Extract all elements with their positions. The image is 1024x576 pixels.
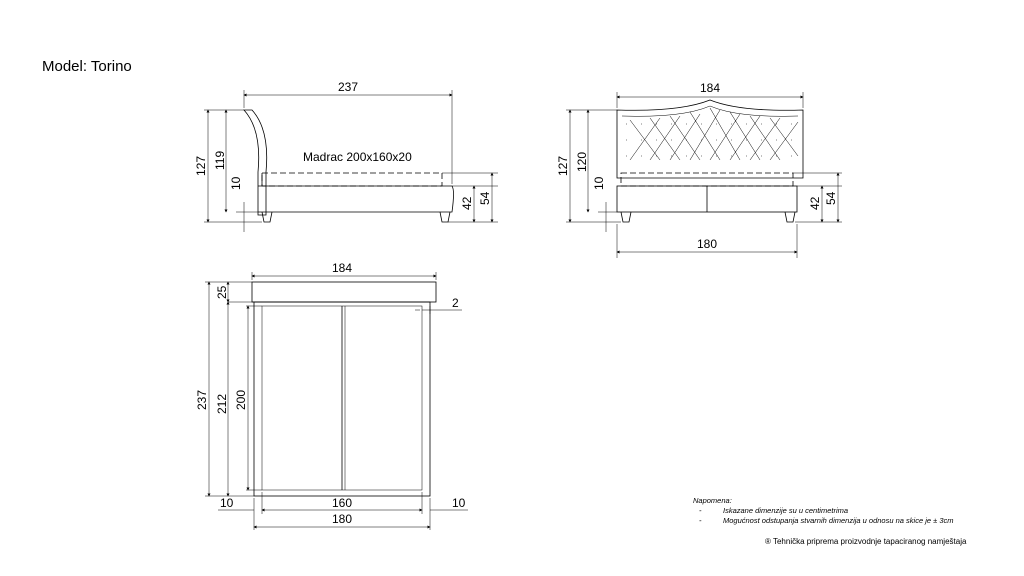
top-gap-dim: 2 [452,296,459,310]
side-height-dim: 127 [194,156,208,176]
side-headboard [243,109,268,216]
side-frame-dim: 42 [460,196,474,210]
front-width-dim: 184 [700,81,720,95]
model-title: Model: Torino [42,58,132,75]
notes-heading: Napomena: [693,496,732,505]
note-item: - Mogućnost odstupanja stvarnih dimenzij… [699,516,954,525]
side-base-dim: 54 [478,191,492,205]
front-clearance-dim: 10 [592,176,606,190]
top-length-dim: 237 [195,390,209,410]
front-headboard [616,99,804,179]
side-length-dim: 237 [338,80,358,94]
front-leg-right [784,211,796,223]
side-view: 237 127 119 10 42 54 [194,80,498,232]
front-base-dim: 54 [824,191,838,205]
front-frame-dim: 42 [808,196,822,210]
front-height-dim: 127 [556,156,570,176]
top-side-left-dim: 10 [220,496,234,510]
top-side-right-dim: 10 [452,496,466,510]
top-headboard [251,281,437,303]
top-view: 184 2 237 25 212 200 10 160 10 180 [195,261,468,530]
front-tufting [626,107,799,161]
top-frame-length-dim: 212 [215,394,229,414]
side-leg-right [439,211,451,223]
mattress-label: Madrac 200x160x20 [303,150,412,164]
side-clearance-dim: 10 [229,176,243,190]
top-width-dim: 184 [332,261,352,275]
front-view: 184 180 127 120 10 42 54 [556,81,842,258]
front-leg-left [620,211,632,223]
note-item: - Iskazane dimenzije su u centimetrima [699,506,849,515]
side-leg-left [261,211,273,223]
top-inner-width-dim: 160 [332,496,352,510]
side-mattress [261,172,443,187]
front-headboard-dim: 120 [575,152,589,172]
top-mattress-length-dim: 200 [234,390,248,410]
side-headboard-dim: 119 [213,151,227,170]
copyright-footer: ® Tehnička priprema proizvodnje tapacira… [765,537,967,546]
top-frame [253,301,431,497]
front-inner-width-dim: 180 [697,237,717,251]
notes: Napomena: - Iskazane dimenzije su u cent… [693,496,954,526]
top-headboard-depth-dim: 25 [215,285,229,299]
top-outer-width-dim: 180 [332,512,352,526]
side-base [258,185,454,213]
front-mattress [620,172,794,187]
